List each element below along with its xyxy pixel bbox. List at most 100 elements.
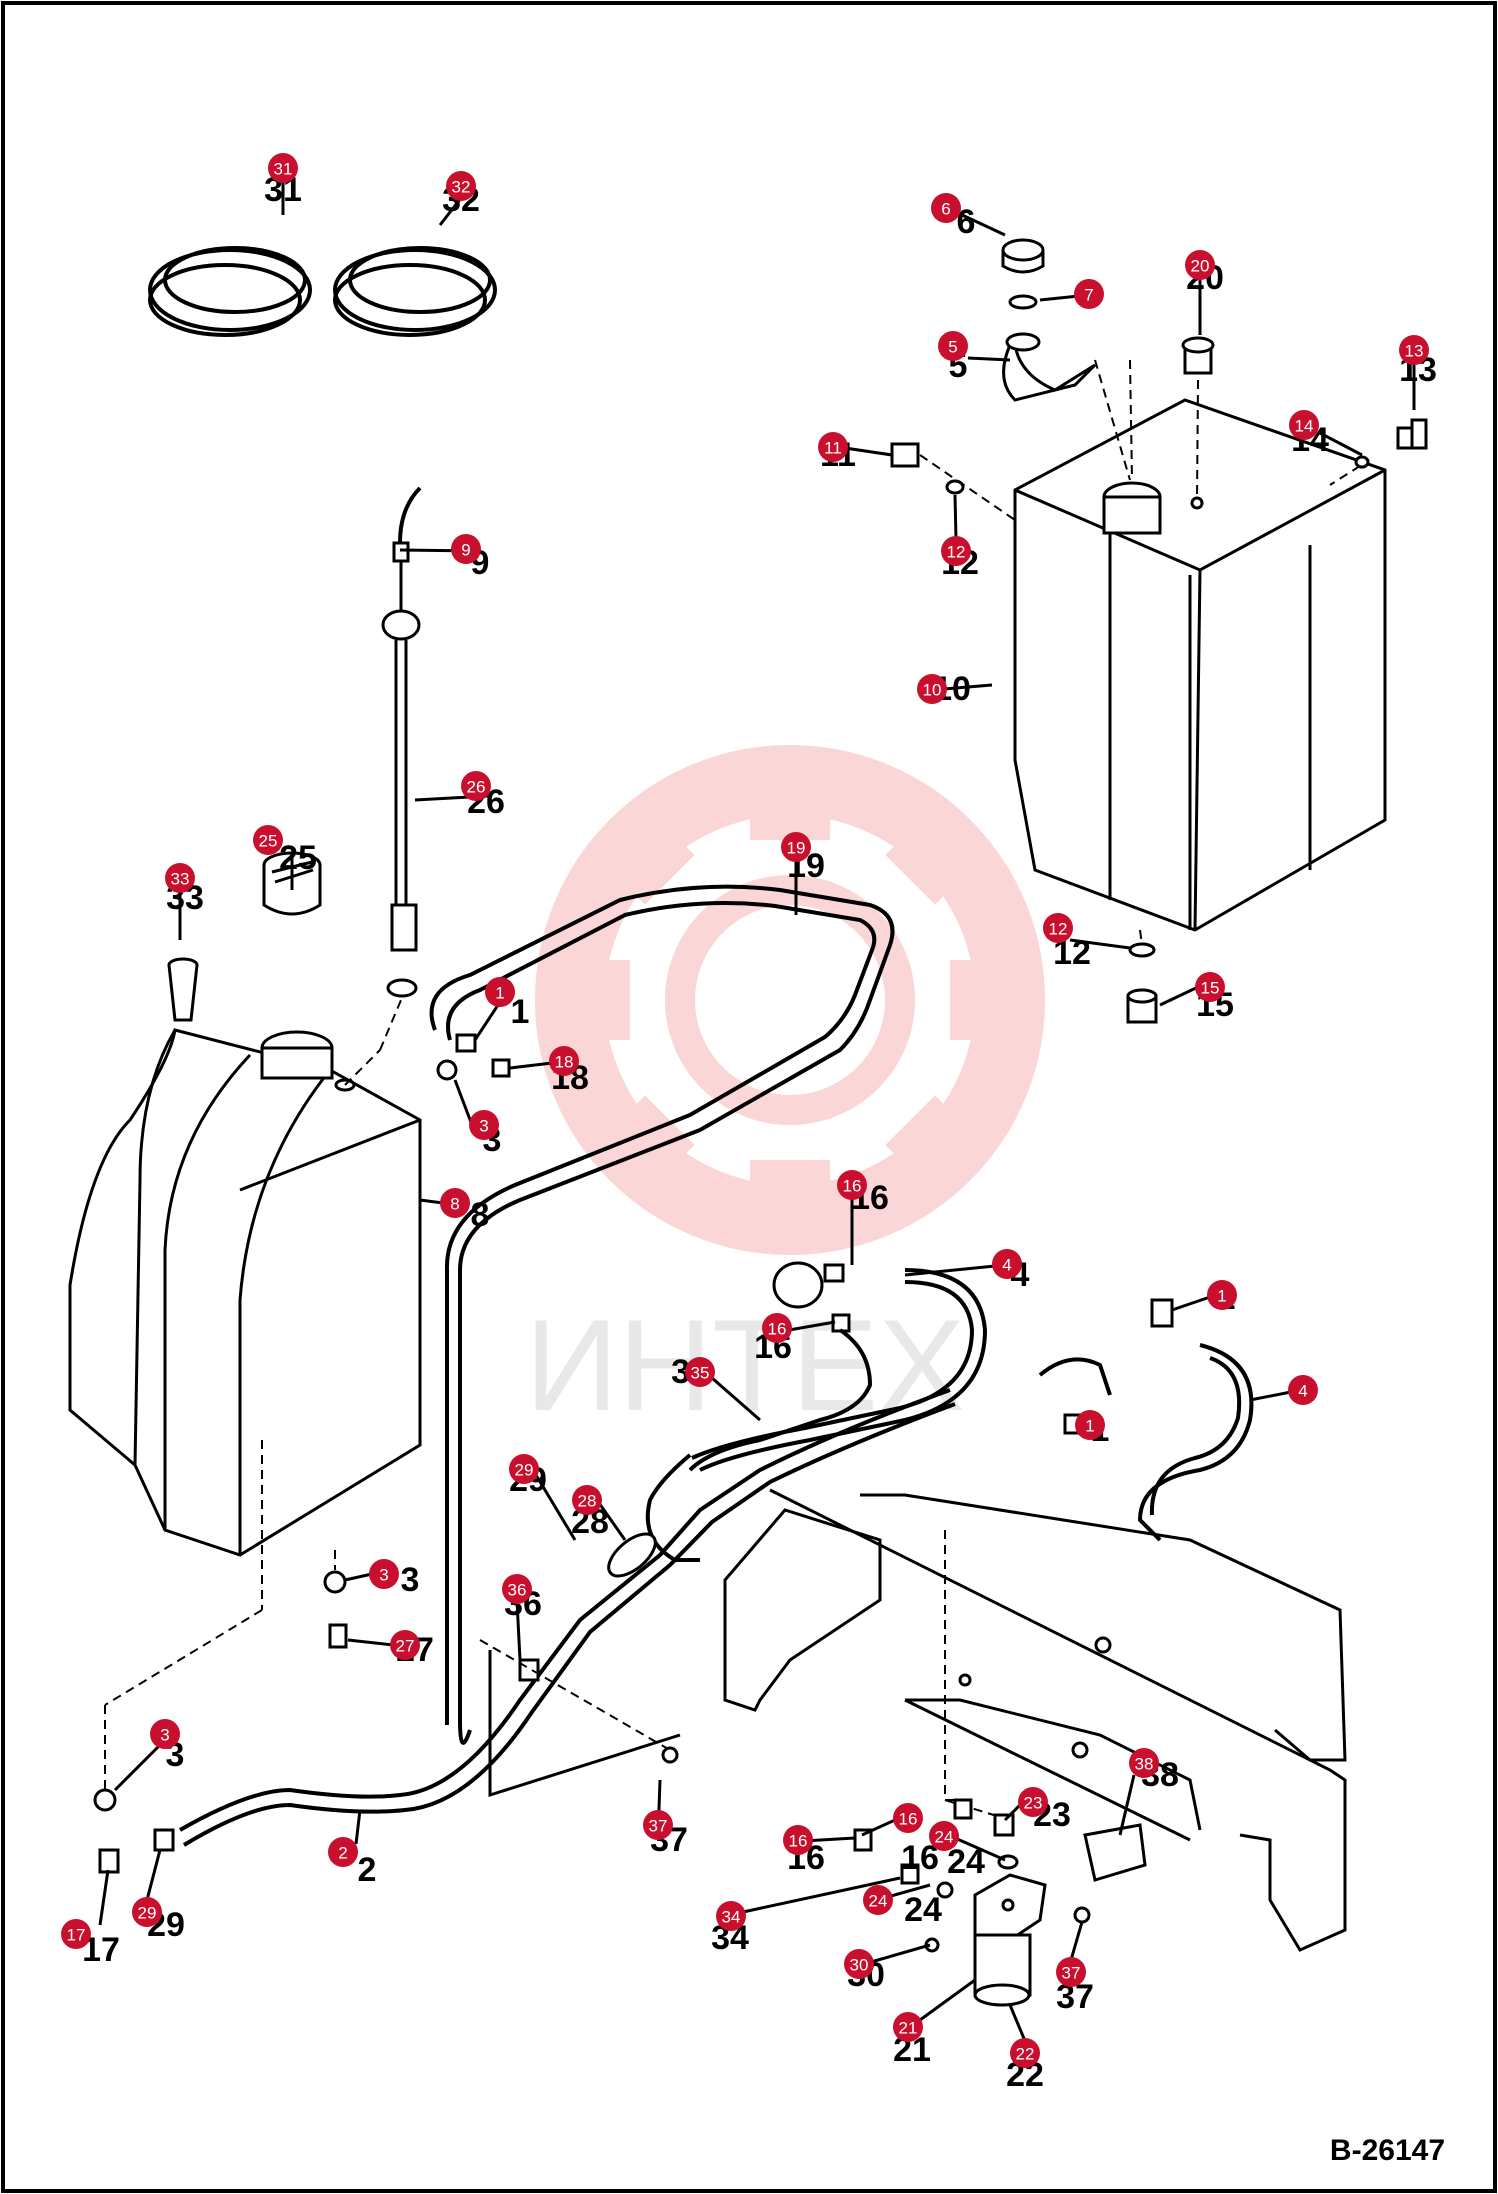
callout-marker[interactable]: 8 [440, 1188, 470, 1218]
fuel-sender [381, 486, 422, 998]
callout-circle [685, 1357, 715, 1387]
leader-line [597, 1502, 627, 1541]
callout-circle [1075, 1410, 1105, 1440]
callout-marker[interactable]: 3 [469, 1110, 499, 1140]
tank-top-fittings [344, 999, 511, 1086]
callout-marker[interactable]: 7 [1074, 279, 1104, 309]
callout-circle [893, 1803, 923, 1833]
callout-number: 8 [450, 1195, 459, 1214]
callout-number: 29 [138, 1904, 157, 1923]
callout-marker[interactable]: 15 [1195, 972, 1225, 1002]
part-number-label: 24 [947, 1843, 985, 1881]
callout-marker[interactable]: 35 [685, 1357, 715, 1387]
callout-number: 16 [789, 1832, 808, 1851]
callout-marker[interactable]: 16 [893, 1803, 923, 1833]
fuel-filter [973, 1823, 1147, 2007]
callout-marker[interactable]: 17 [61, 1919, 91, 1949]
callout-number: 27 [396, 1637, 415, 1656]
fuel-tank [68, 1028, 422, 1557]
callout-marker[interactable]: 19 [781, 832, 811, 862]
callout-marker[interactable]: 23 [1018, 1787, 1048, 1817]
callout-marker[interactable]: 14 [1289, 410, 1319, 440]
leader-line [515, 1600, 522, 1661]
tank-bottom-fittings [93, 1440, 348, 1812]
leader-line [742, 1876, 901, 1914]
callout-marker[interactable]: 38 [1129, 1748, 1159, 1778]
callout-marker[interactable]: 32 [446, 171, 476, 201]
callout-circle [643, 1810, 673, 1840]
callout-marker[interactable]: 18 [549, 1046, 579, 1076]
callout-marker[interactable]: 4 [1288, 1375, 1318, 1405]
drawing-number: B-26147 [1330, 2134, 1445, 2167]
callout-marker[interactable]: 16 [762, 1313, 792, 1343]
callout-marker[interactable]: 28 [572, 1485, 602, 1515]
callout-marker[interactable]: 22 [1010, 2038, 1040, 2068]
callout-marker[interactable]: 31 [268, 153, 298, 183]
callout-circle [549, 1046, 579, 1076]
callout-marker[interactable]: 34 [716, 1901, 746, 1931]
callout-marker[interactable]: 1 [1075, 1410, 1105, 1440]
callout-circle [132, 1897, 162, 1927]
callout-marker[interactable]: 36 [502, 1574, 532, 1604]
leader-line [861, 1818, 896, 1837]
callout-marker[interactable]: 29 [509, 1454, 539, 1484]
callout-marker[interactable]: 11 [818, 432, 848, 462]
callout-marker[interactable]: 12 [941, 536, 971, 566]
callout-circle [929, 1821, 959, 1851]
callout-circle [941, 536, 971, 566]
callout-number: 4 [1298, 1382, 1307, 1401]
callout-marker[interactable]: 2 [328, 1837, 358, 1867]
watermark-logo [535, 745, 1045, 1255]
callout-marker[interactable]: 1 [1207, 1280, 1237, 1310]
callout-circle [572, 1485, 602, 1515]
water-separator-lines [645, 1261, 1254, 1562]
callout-marker[interactable]: 1 [485, 977, 515, 1007]
callout-marker[interactable]: 29 [132, 1897, 162, 1927]
callout-marker[interactable]: 16 [837, 1170, 867, 1200]
leader-line [1118, 1774, 1136, 1836]
callout-marker[interactable]: 37 [643, 1810, 673, 1840]
callout-marker[interactable]: 24 [929, 1821, 959, 1851]
callout-marker[interactable]: 26 [461, 771, 491, 801]
leader-line [954, 1836, 1006, 1862]
callout-marker[interactable]: 12 [1043, 913, 1073, 943]
callout-marker[interactable]: 16 [783, 1825, 813, 1855]
callout-number: 5 [948, 338, 957, 357]
callout-circle [440, 1188, 470, 1218]
callout-marker[interactable]: 3 [369, 1559, 399, 1589]
callout-marker[interactable]: 10 [917, 674, 947, 704]
leader-line [354, 1809, 362, 1845]
callout-marker[interactable]: 27 [390, 1630, 420, 1660]
callout-marker[interactable]: 21 [893, 2012, 923, 2042]
callout-number: 4 [1002, 1256, 1011, 1275]
callout-marker[interactable]: 37 [1056, 1957, 1086, 1987]
callout-number: 3 [479, 1117, 488, 1136]
leader-line [509, 1061, 553, 1070]
callout-marker[interactable]: 24 [863, 1885, 893, 1915]
callout-number: 23 [1024, 1794, 1043, 1813]
callout-marker[interactable]: 6 [931, 193, 961, 223]
callout-marker[interactable]: 20 [1185, 250, 1215, 280]
callout-circle [1074, 279, 1104, 309]
fuel-strainer [167, 957, 199, 1022]
callout-marker[interactable]: 3 [150, 1719, 180, 1749]
watermark-text: ИНТЕХ [525, 1292, 965, 1438]
callout-number: 1 [1217, 1287, 1226, 1306]
callout-marker[interactable]: 30 [844, 1949, 874, 1979]
callout-circle [762, 1313, 792, 1343]
callout-number: 6 [941, 200, 950, 219]
callout-number: 28 [578, 1492, 597, 1511]
callout-marker[interactable]: 13 [1399, 335, 1429, 365]
callout-marker[interactable]: 9 [451, 534, 481, 564]
leader-line [347, 1638, 394, 1647]
callout-markers: 3132675201314111291026192533121511838164… [61, 153, 1429, 2068]
leader-line [904, 1264, 996, 1277]
callout-marker[interactable]: 25 [253, 825, 283, 855]
callout-marker[interactable]: 4 [992, 1249, 1022, 1279]
leader-line [943, 683, 993, 691]
part-number-label: 8 [471, 1196, 490, 1234]
callout-circle [328, 1837, 358, 1867]
callout-marker[interactable]: 33 [165, 863, 195, 893]
callout-marker[interactable]: 5 [938, 331, 968, 361]
